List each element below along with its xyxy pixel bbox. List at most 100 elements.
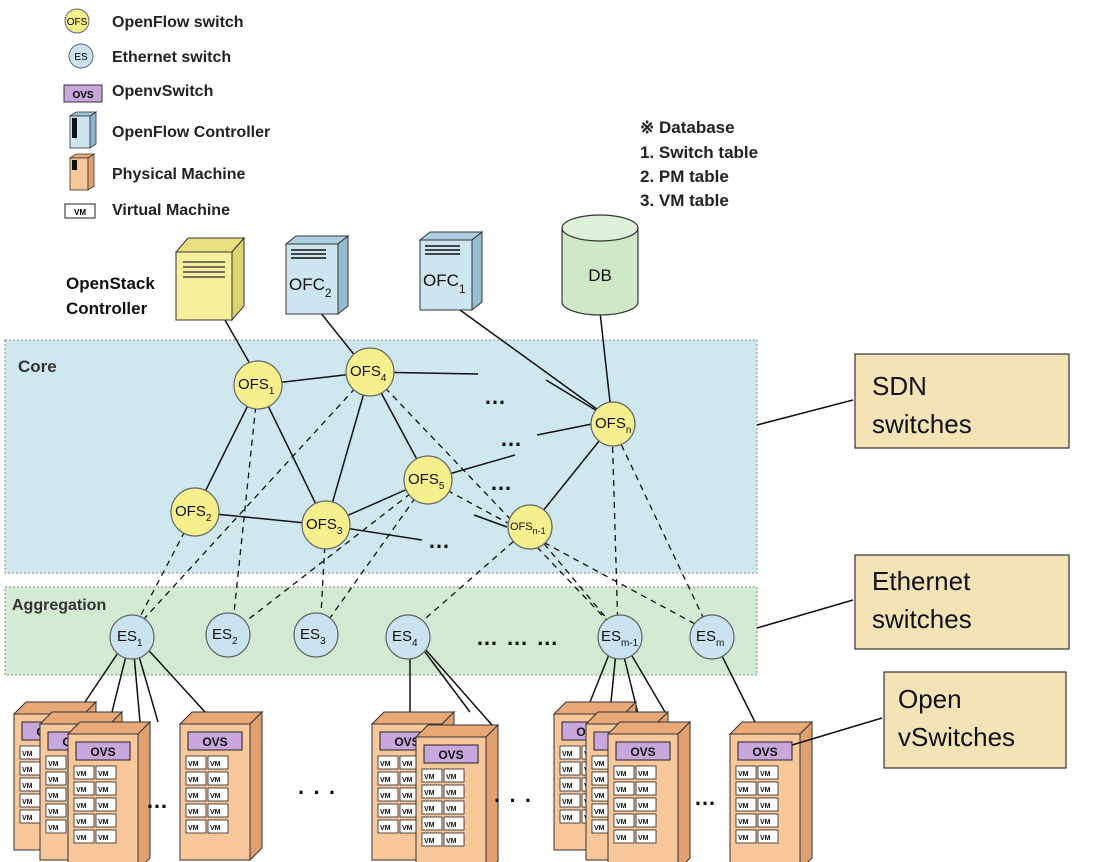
link	[231, 479, 429, 633]
es-nodes: ES1 ES2 ES3 ES4 ESm-1 ESm … … …	[109, 612, 735, 660]
legend-es-label: Ethernet switch	[112, 49, 231, 66]
callout-ethernet-line2: switches	[872, 604, 972, 634]
callout-ovs-line1: Open	[898, 684, 962, 714]
ofc1-controller: OFC1	[418, 230, 484, 312]
physical-machine	[608, 722, 690, 862]
database-note-item: 1. Switch table	[640, 143, 758, 162]
database-note-item: 2. PM table	[640, 167, 729, 186]
ofs-node: OFSn-1	[507, 504, 553, 550]
ellipsis: …	[146, 788, 169, 813]
callout-ethernet-line1: Ethernet	[872, 566, 971, 596]
link	[611, 424, 619, 633]
server-vents	[183, 261, 225, 278]
link	[409, 526, 531, 633]
es-node: ES2	[205, 612, 251, 658]
svg-text:OFSn-1: OFSn-1	[510, 521, 546, 536]
ofs-node: OFS5	[403, 455, 453, 505]
core-ellipses: … … … …	[428, 384, 523, 553]
svg-text:OFS2: OFS2	[175, 503, 212, 524]
svg-text:ES2: ES2	[212, 626, 238, 647]
es-icon	[68, 43, 94, 69]
callout-sdn-line2: switches	[872, 409, 972, 439]
physical-machine	[416, 725, 498, 862]
svg-text:ES1: ES1	[117, 628, 143, 649]
svg-text:OFS4: OFS4	[350, 363, 387, 384]
ellipsis: …	[490, 470, 513, 495]
svg-text:OFS5: OFS5	[408, 471, 445, 492]
callout-sdn: SDN switches	[756, 353, 1070, 449]
es-node: ESm	[689, 614, 735, 660]
legend-vm: VM Virtual Machine	[64, 202, 230, 219]
svg-text:ESm-1: ESm-1	[601, 628, 639, 649]
ofs-node: OFS1	[233, 360, 283, 410]
pm-ellipses: … · · · · · · …	[146, 780, 717, 813]
database-note-title: ※ Database	[640, 118, 735, 137]
callout-ethernet: Ethernet switches	[756, 554, 1070, 650]
es-pm-connections	[84, 631, 756, 726]
es-node: ES1	[109, 614, 155, 660]
link	[231, 384, 259, 633]
server-icon	[68, 111, 98, 149]
ofc2-controller: OFC2	[284, 234, 350, 316]
link	[459, 309, 613, 421]
svg-text:OFSn: OFSn	[595, 415, 631, 436]
legend-pm: Physical Machine	[68, 153, 245, 191]
ellipsis: … … …	[476, 625, 559, 650]
ellipsis: …	[428, 528, 451, 553]
svg-text:OFS3: OFS3	[306, 516, 343, 537]
server-vents	[425, 245, 460, 255]
legend-ofs-symbol: OFS	[67, 17, 88, 28]
link	[536, 423, 593, 436]
ellipsis: · · ·	[298, 780, 337, 805]
link	[319, 479, 429, 633]
ofs-icon	[64, 8, 90, 34]
callout-ovs-line2: vSwitches	[898, 722, 1015, 752]
legend-ofs-label: OpenFlow switch	[112, 14, 244, 31]
legend-ofc-label: OpenFlow Controller	[112, 124, 270, 141]
svg-text:ES3: ES3	[300, 626, 326, 647]
link	[369, 371, 619, 633]
ofs-node: OFS4	[345, 347, 395, 397]
legend-vm-symbol: VM	[74, 208, 86, 217]
database-note: ※ Database 1. Switch table 2. PM table 3…	[640, 118, 758, 210]
ofs-node: OFSn	[590, 401, 636, 447]
vm-icon	[64, 203, 96, 219]
es-node: ES4	[385, 614, 431, 660]
legend: OFS OpenFlow switch ES Ethernet switch O…	[63, 8, 270, 219]
legend-ofs: OFS OpenFlow switch	[64, 8, 244, 34]
legend-es: ES Ethernet switch	[68, 43, 231, 69]
callout-sdn-line1: SDN	[872, 371, 927, 401]
legend-es-symbol: ES	[74, 52, 88, 63]
openstack-controller: OpenStack Controller	[66, 236, 246, 322]
legend-ovs-symbol: OVS	[72, 90, 93, 101]
database-note-item: 3. VM table	[640, 191, 729, 210]
aggregation-layer-label: Aggregation	[12, 597, 106, 614]
es-node: ES3	[293, 612, 339, 658]
ellipsis: · · ·	[494, 788, 533, 813]
physical-machines	[14, 702, 812, 862]
physical-machine-icon	[68, 153, 96, 191]
legend-vm-label: Virtual Machine	[112, 202, 230, 219]
database-cylinder: DB	[561, 214, 639, 316]
openstack-controller-label-line2: Controller	[66, 299, 148, 318]
ovs-icon	[63, 84, 103, 103]
link	[611, 424, 711, 633]
ellipsis: …	[500, 426, 523, 451]
server-vents	[291, 249, 326, 259]
link	[131, 371, 371, 633]
link	[427, 479, 711, 633]
ofs-nodes: OFS1 OFS4 OFSn OFS5 OFS2 OFS3 OFSn-1	[170, 347, 636, 550]
db-label: DB	[588, 266, 612, 285]
ellipsis: …	[484, 384, 507, 409]
svg-text:ESm: ESm	[696, 628, 724, 649]
link	[325, 371, 371, 526]
link	[257, 384, 327, 526]
dashed-connections	[131, 371, 711, 633]
ellipsis: …	[694, 785, 717, 810]
core-layer-label: Core	[18, 357, 57, 376]
ofc2-label: OFC2	[289, 275, 332, 300]
link	[529, 526, 619, 633]
ofs-node: OFS2	[170, 487, 220, 537]
